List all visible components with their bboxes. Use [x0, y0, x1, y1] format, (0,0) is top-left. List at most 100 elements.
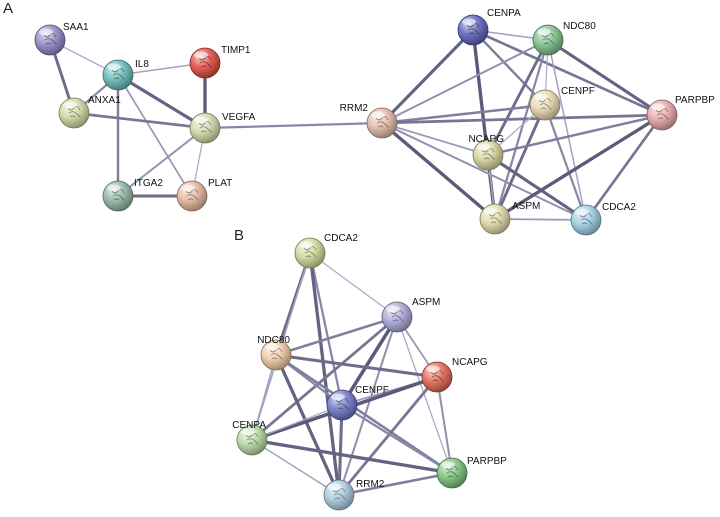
- edge-ndc80-ncapg: [486, 38, 550, 157]
- node-rrm2-label: RRM2: [340, 103, 369, 114]
- node-cenpa[interactable]: CENPA: [457, 8, 521, 46]
- edge-ncapg-parpbp: [435, 375, 454, 475]
- protein-structure-icon: [375, 115, 389, 128]
- node-plat[interactable]: PLAT: [176, 178, 232, 212]
- protein-structure-icon: [445, 465, 459, 478]
- edge-ncapg-parpbp: [486, 113, 664, 157]
- node-anxa1-label: ANXA1: [88, 95, 121, 106]
- node-plat-label: PLAT: [208, 178, 232, 189]
- node-ncapg-label: NCAPG: [468, 134, 504, 145]
- node-vegfa[interactable]: VEGFA: [189, 112, 256, 144]
- protein-structure-icon: [430, 369, 444, 382]
- node-highlight: [441, 461, 455, 469]
- node-highlight: [194, 51, 208, 59]
- node-parpbp[interactable]: PARPBP: [436, 456, 507, 489]
- node-highlight: [194, 116, 208, 124]
- edge-ndc80-cdca2: [547, 39, 587, 221]
- edge-rrm2-aspm: [380, 121, 497, 221]
- node-cenpf-label: CENPF: [355, 385, 389, 396]
- edge-ndc80-ncapg: [274, 353, 439, 379]
- protein-structure-icon: [185, 188, 199, 201]
- node-highlight: [477, 143, 491, 151]
- node-highlight: [107, 63, 121, 71]
- protein-structure-icon: [245, 432, 259, 445]
- node-cdca2[interactable]: CDCA2: [294, 233, 358, 269]
- node-ncapg[interactable]: NCAPG: [468, 134, 504, 171]
- node-highlight: [426, 365, 440, 373]
- node-saa1-label: SAA1: [63, 22, 89, 33]
- node-highlight: [181, 184, 195, 192]
- node-cenpf[interactable]: CENPF: [326, 385, 389, 421]
- node-itga2-label: ITGA2: [134, 178, 163, 189]
- edge-ndc80-rrm2: [381, 39, 549, 124]
- edge-aspm-rrm2: [337, 315, 399, 497]
- edge-aspm-cenpa: [250, 315, 399, 442]
- node-highlight: [462, 18, 476, 26]
- node-aspm[interactable]: ASPM: [479, 201, 540, 235]
- node-anxa1[interactable]: ANXA1: [58, 95, 121, 129]
- edge-cenpf-aspm: [493, 103, 547, 221]
- node-cenpa-label: CENPA: [487, 8, 521, 19]
- node-highlight: [265, 343, 279, 351]
- node-ndc80[interactable]: NDC80: [532, 21, 596, 56]
- node-timp1[interactable]: TIMP1: [189, 45, 251, 79]
- panel-b-label: B: [234, 227, 244, 244]
- node-cdca2-label: CDCA2: [324, 233, 358, 244]
- node-ndc80-label: NDC80: [563, 21, 596, 32]
- edge-ncapg-cdca2: [486, 153, 588, 222]
- node-highlight: [534, 93, 548, 101]
- edge-cenpa-parpbp: [471, 28, 664, 117]
- edge-cenpf-parpbp: [340, 403, 454, 475]
- edge-aspm-parpbp: [493, 113, 664, 221]
- protein-structure-icon: [111, 67, 125, 80]
- edge-il8-plat: [117, 74, 193, 197]
- node-il8-label: IL8: [135, 59, 149, 70]
- protein-structure-icon: [466, 22, 480, 35]
- edge-cdca2-parpbp: [584, 113, 664, 222]
- node-cdca2[interactable]: CDCA2: [570, 202, 636, 236]
- protein-structure-icon: [538, 97, 552, 110]
- edge-vegfa-itga2: [117, 127, 206, 197]
- node-highlight: [575, 208, 589, 216]
- edge-rrm2-cdca2: [381, 122, 587, 221]
- edge-anxa1-vegfa: [72, 111, 207, 130]
- node-ndc80[interactable]: NDC80: [257, 335, 292, 371]
- protein-structure-icon: [198, 55, 212, 68]
- node-cenpf[interactable]: CENPF: [529, 86, 595, 121]
- protein-structure-icon: [111, 188, 125, 201]
- node-aspm[interactable]: ASPM: [381, 297, 440, 333]
- node-ncapg[interactable]: NCAPG: [421, 357, 488, 393]
- edge-ncapg-rrm2: [337, 375, 439, 497]
- node-rrm2[interactable]: RRM2: [340, 103, 398, 139]
- protein-structure-icon: [67, 105, 81, 118]
- node-cenpa[interactable]: CENPA: [232, 420, 268, 456]
- protein-structure-icon: [332, 487, 346, 500]
- protein-structure-icon: [541, 32, 555, 45]
- node-highlight: [241, 428, 255, 436]
- node-rrm2[interactable]: RRM2: [323, 479, 385, 511]
- edge-rrm2-parpbp: [337, 471, 454, 497]
- node-cdca2-label: CDCA2: [602, 202, 636, 213]
- edge-il8-vegfa: [116, 73, 207, 130]
- node-saa1[interactable]: SAA1: [34, 22, 89, 56]
- node-highlight: [484, 207, 498, 215]
- node-il8[interactable]: IL8: [102, 59, 149, 91]
- edge-rrm2-ncapg: [381, 122, 489, 156]
- node-parpbp[interactable]: PARPBP: [646, 95, 715, 131]
- node-highlight: [299, 241, 313, 249]
- node-highlight: [328, 483, 342, 491]
- edge-ndc80-aspm: [493, 38, 550, 221]
- node-cenpf-label: CENPF: [561, 86, 595, 97]
- edge-ndc80-parpbp: [546, 38, 664, 117]
- edge-aspm-ndc80: [274, 315, 399, 357]
- edge-cenpf-cdca2: [543, 103, 588, 222]
- edge-cdca2-aspm: [309, 252, 398, 318]
- node-itga2[interactable]: ITGA2: [102, 178, 163, 212]
- protein-structure-icon: [488, 211, 502, 224]
- panel-a-label: A: [3, 0, 13, 17]
- edge-cenpa-rrm2: [380, 28, 475, 125]
- protein-structure-icon: [390, 309, 404, 322]
